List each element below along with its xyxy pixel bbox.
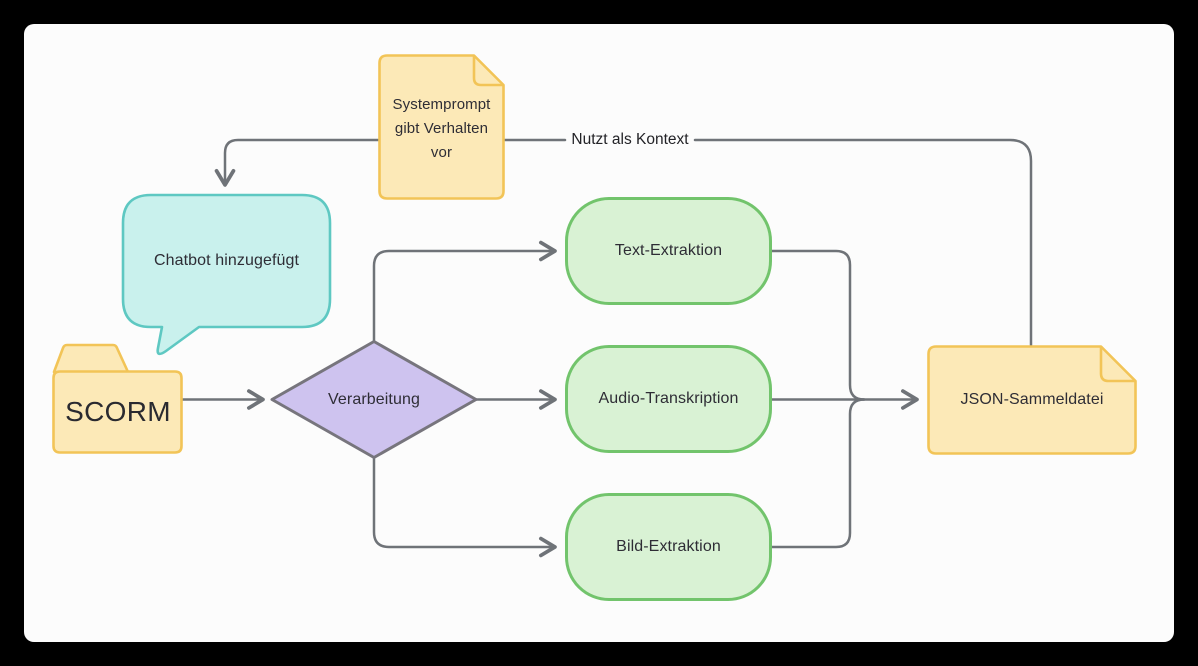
- connector-lines: [180, 138, 1033, 558]
- node-text-extraktion[interactable]: Text-Extraktion: [565, 197, 772, 305]
- edge-label-nutzt-als-kontext: Nutzt als Kontext: [571, 131, 689, 148]
- folded-corner-icon: [472, 55, 504, 87]
- node-bild-extraktion[interactable]: Bild-Extraktion: [565, 493, 772, 601]
- node-json-sammeldatei-document[interactable]: JSON-Sammeldatei: [927, 345, 1137, 455]
- edge-verarbeitung-text: [372, 240, 557, 343]
- audio-transkription-label: Audio-Transkription: [598, 390, 739, 407]
- folder-shape: [52, 343, 183, 454]
- edge-verarbeitung-bild: [372, 456, 557, 558]
- edge-kontext-right-segment: [693, 138, 1033, 347]
- node-systemprompt-document[interactable]: Systemprompt gibt Verhalten vor: [378, 54, 505, 200]
- bild-extraktion-label: Bild-Extraktion: [616, 538, 721, 555]
- edge-text-merge: [770, 249, 866, 401]
- node-verarbeitung-diamond[interactable]: Verarbeitung: [268, 336, 480, 463]
- node-audio-transkription[interactable]: Audio-Transkription: [565, 345, 772, 453]
- speech-bubble-shape: [121, 193, 332, 356]
- diagram-canvas: Nutzt als Kontext Systemprompt gibt Verh…: [24, 24, 1174, 642]
- edge-systemprompt-chatbot: [214, 138, 380, 187]
- folded-corner-icon: [1099, 346, 1136, 383]
- document-shape: [378, 54, 505, 200]
- edge-bild-merge: [770, 398, 866, 549]
- document-shape: [927, 345, 1137, 455]
- node-scorm-folder[interactable]: SCORM: [51, 343, 184, 455]
- diamond-shape: [270, 340, 478, 459]
- text-extraktion-label: Text-Extraktion: [614, 242, 723, 259]
